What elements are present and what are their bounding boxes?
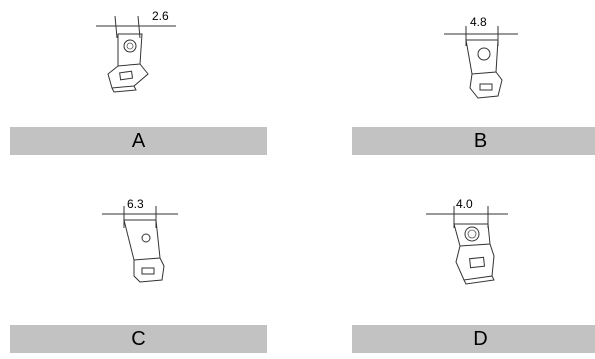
option-d-label[interactable]: D — [352, 325, 595, 353]
dimension-label: 4.8 — [470, 15, 487, 29]
terminal-drawing-a: 2.6 — [90, 4, 200, 100]
terminal-drawing-d: 4.0 — [424, 196, 524, 296]
terminal-drawing-b: 4.8 — [442, 10, 532, 106]
option-a-label[interactable]: A — [10, 127, 267, 155]
terminal-drawing-c: 6.3 — [100, 196, 190, 292]
dimension-label: 4.0 — [456, 197, 473, 211]
dimension-label: 2.6 — [152, 9, 169, 23]
option-c-label[interactable]: C — [10, 325, 267, 353]
dimension-label: 6.3 — [127, 197, 144, 211]
option-b-label[interactable]: B — [352, 127, 595, 155]
